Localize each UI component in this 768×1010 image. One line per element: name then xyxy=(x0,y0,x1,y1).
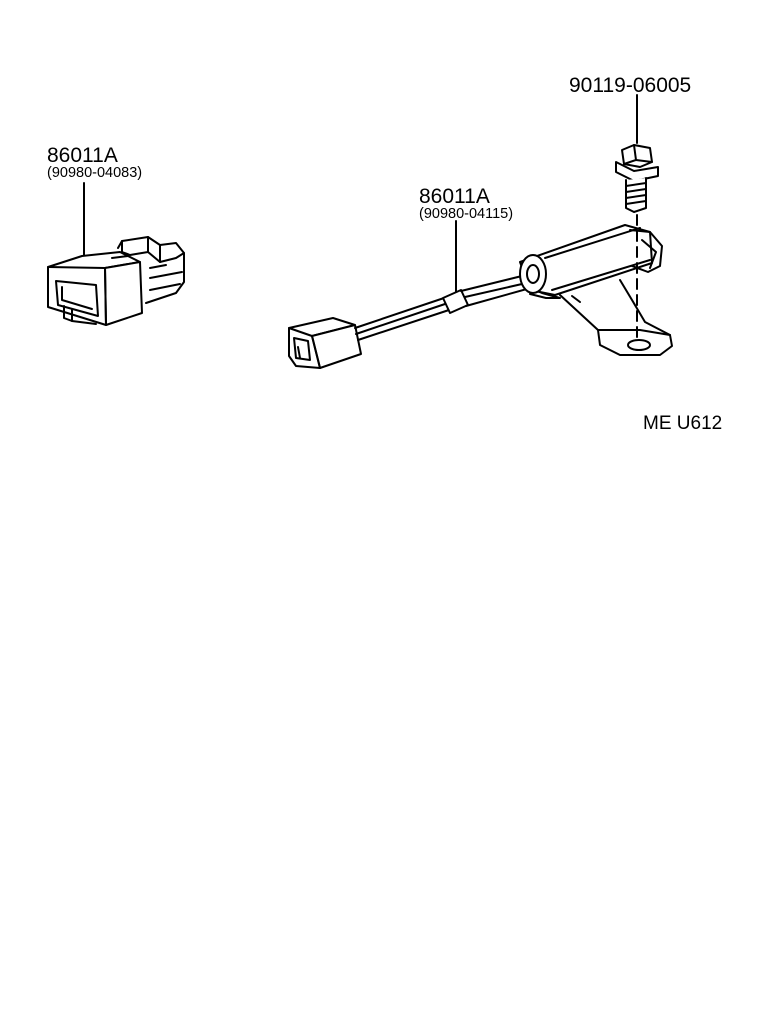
left-connector-sub-number: (90980-04083) xyxy=(47,165,143,181)
figure-code: ME U612 xyxy=(643,413,723,434)
bolt-part-number: 90119-06005 xyxy=(569,74,692,97)
bolt-illustration xyxy=(615,94,659,213)
center-connector-illustration xyxy=(288,220,673,369)
left-connector-part-number: 86011A xyxy=(47,144,118,167)
center-harness-part-number: 86011A xyxy=(419,185,490,208)
center-harness-sub-number: (90980-04115) xyxy=(419,206,514,222)
left-connector-illustration xyxy=(47,182,185,326)
